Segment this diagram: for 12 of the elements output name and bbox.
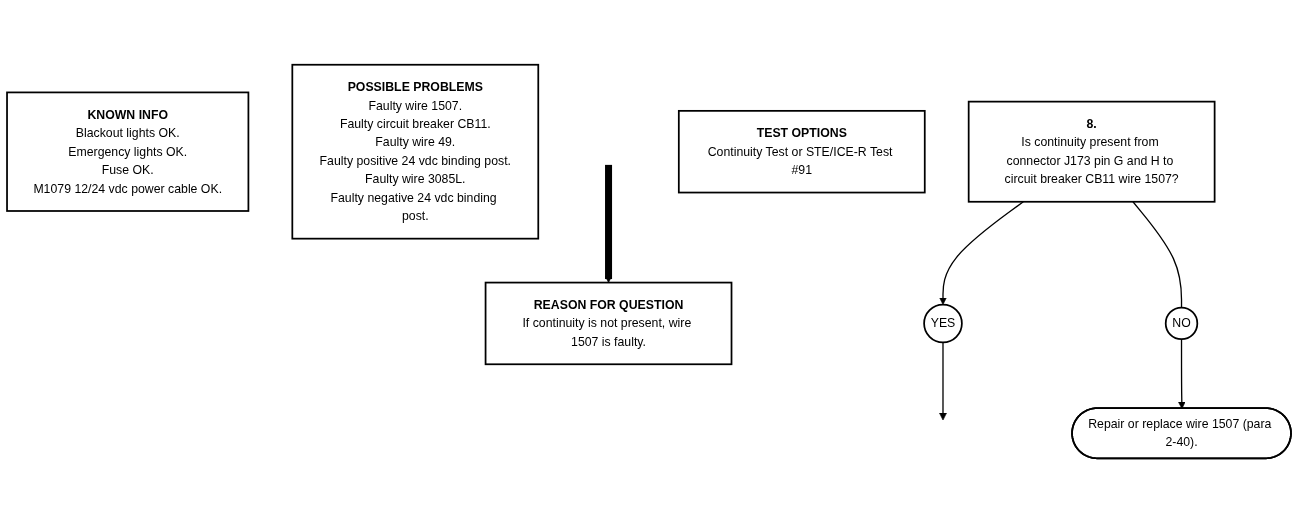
node-box: 8. Is continuity present from connector J173 pin G and H to circuit breaker CB11 wire 1507? bbox=[967, 100, 1216, 203]
arrow bbox=[939, 341, 947, 421]
arrow bbox=[604, 164, 613, 283]
node-box: POSSIBLE PROBLEMS Faulty wire 1507. Faulty circuit breaker CB11. Faulty wire 49. Faulty positive 24 vdc binding post. Faulty wire 3085L. Faulty negative 24 vdc binding post. bbox=[291, 63, 540, 240]
connector bbox=[1132, 201, 1183, 309]
node-circle: NO bbox=[1164, 306, 1199, 341]
node-circle: YES bbox=[923, 303, 963, 344]
node-box: KNOWN INFO Blackout lights OK. Emergency lights OK. Fuse OK. M1079 12/24 vdc power cable OK. bbox=[6, 91, 250, 212]
arrow bbox=[1177, 338, 1186, 409]
arrow bbox=[939, 201, 1024, 305]
node-box: TEST OPTIONS Continuity Test or STE/ICE-R Test #91 bbox=[677, 110, 926, 194]
node-box: REASON FOR QUESTION If continuity is not present, wire 1507 is faulty. bbox=[484, 281, 733, 366]
